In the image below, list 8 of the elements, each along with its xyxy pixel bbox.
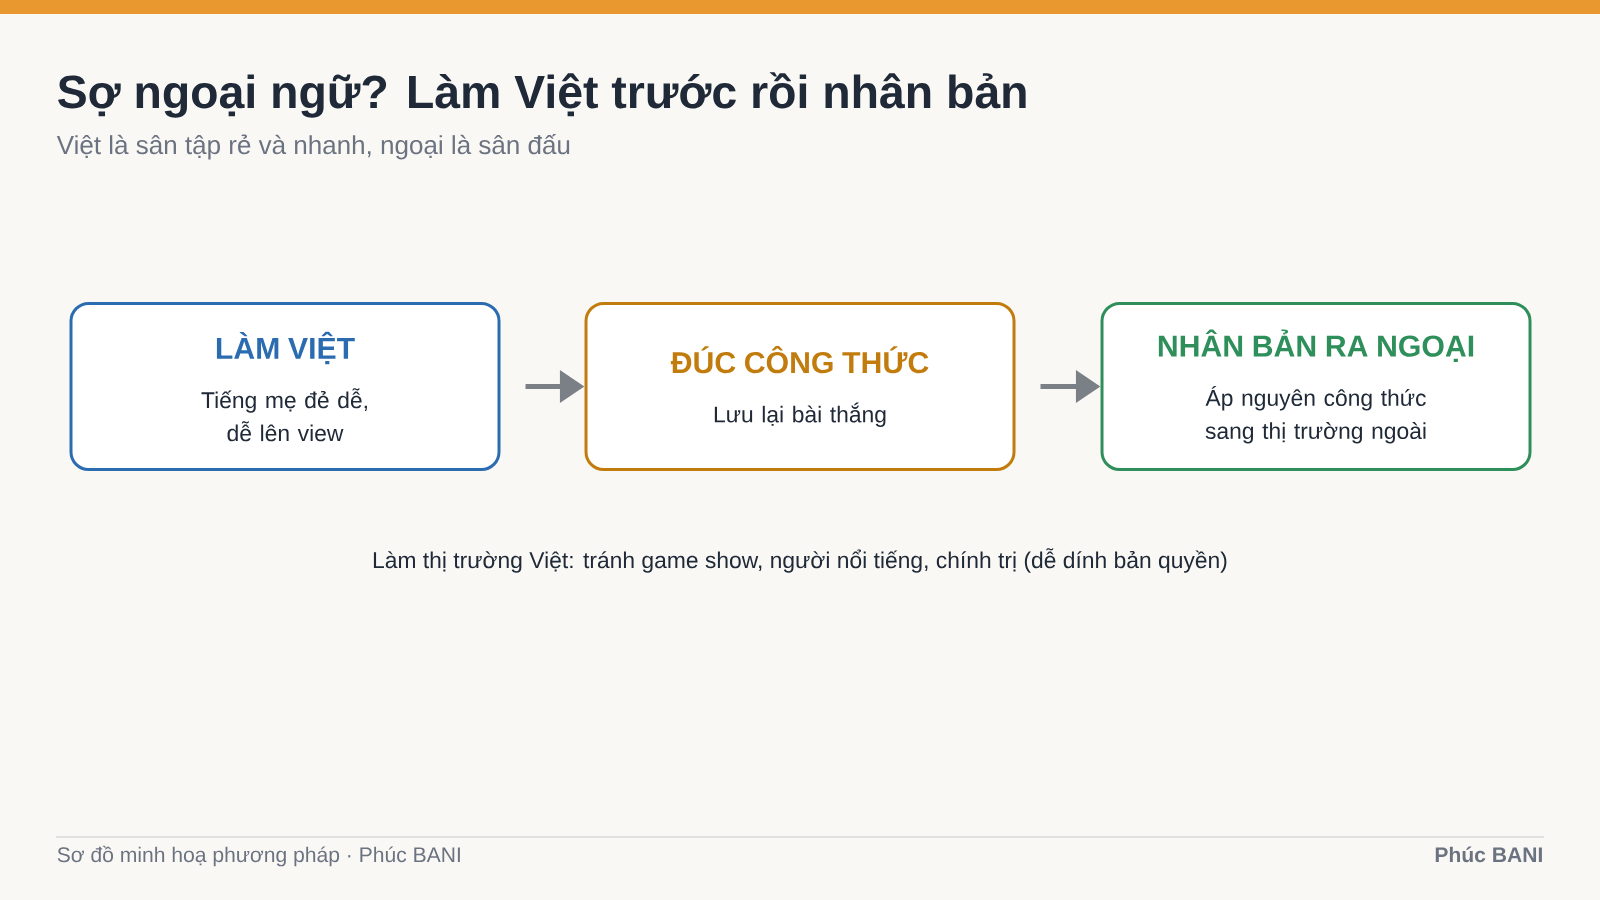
process-box: ĐÚC CÔNG THỨC Lưu lại bài thắng — [584, 302, 1016, 471]
note: Làm thị trường Việt: tránh game show, người nổi tiếng, chính trị (dễ dính bản quyền) — [373, 548, 1227, 573]
footer-text: Sơ đồ minh hoạ phương pháp · Phúc BANI — [57, 845, 460, 867]
title: Sợ ngoại ngữ? Làm Việt trước rồi nhân bản — [58, 72, 1026, 118]
footer-text: Phúc BANI — [1435, 846, 1542, 863]
process-box: LÀM VIỆT Tiếng mẹ đẻ dễ, dễ lên view — [69, 302, 501, 471]
process-box: NHÂN BẢN RA NGOẠI Áp nguyên công thức sang thị trường ngoài — [1100, 302, 1532, 471]
subtitle: Việt là sân tập rẻ và nhanh, ngoại là sân đấu — [56, 134, 570, 160]
